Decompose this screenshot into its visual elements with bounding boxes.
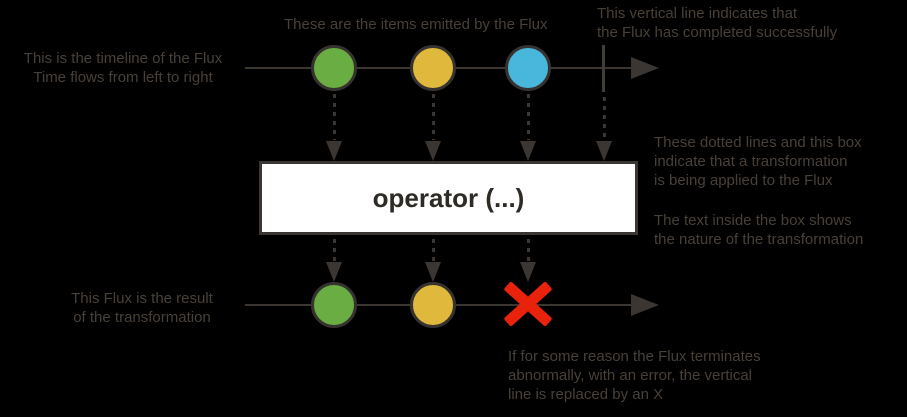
operator-label: operator (...) <box>372 182 525 213</box>
dashed-line <box>527 239 530 262</box>
dashed-line <box>333 239 336 262</box>
completion-line <box>602 45 605 92</box>
source-marble-green <box>311 45 357 91</box>
source-timeline-arrow-icon <box>631 57 659 79</box>
source-marble-blue <box>505 45 551 91</box>
operator-box: operator (...) <box>259 161 638 235</box>
dashed-line <box>603 97 606 140</box>
annotation-result: This Flux is the result of the transform… <box>71 290 213 326</box>
annotation-completion: This vertical line indicates that the Fl… <box>597 5 838 41</box>
arrow-down-icon <box>520 141 536 161</box>
annotation-timeline: This is the timeline of the Flux Time fl… <box>23 50 223 86</box>
arrow-down-icon <box>326 141 342 161</box>
dashed-line <box>333 94 336 140</box>
dashed-line <box>432 239 435 262</box>
result-marble-green <box>311 282 357 328</box>
arrow-down-icon <box>520 262 536 282</box>
arrow-down-icon <box>326 262 342 282</box>
source-marble-yellow <box>410 45 456 91</box>
error-x-icon <box>503 281 553 327</box>
arrow-down-icon <box>425 262 441 282</box>
dashed-line <box>432 94 435 140</box>
result-marble-yellow <box>410 282 456 328</box>
arrow-down-icon <box>596 141 612 161</box>
dashed-line <box>527 94 530 140</box>
arrow-down-icon <box>425 141 441 161</box>
annotation-box-text: The text inside the box shows the nature… <box>654 212 864 248</box>
annotation-error: If for some reason the Flux terminates a… <box>508 348 761 403</box>
annotation-items: These are the items emitted by the Flux <box>284 16 548 33</box>
result-timeline-arrow-icon <box>631 294 659 316</box>
annotation-transformation: These dotted lines and this box indicate… <box>654 134 862 189</box>
